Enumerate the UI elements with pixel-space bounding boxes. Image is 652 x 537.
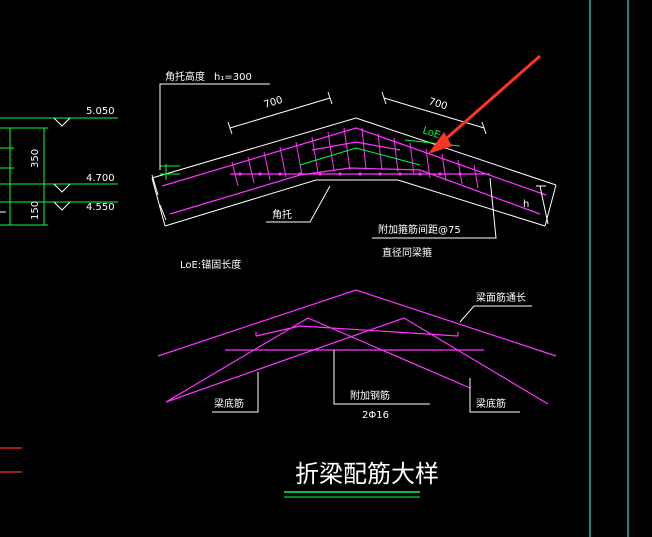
red-arrow-annotation: [428, 54, 541, 154]
extra-stirrup-label: 附加箍筋间距@75: [378, 223, 461, 236]
loe-note: LoE:锚固长度: [180, 258, 241, 271]
rebar-lines: [161, 127, 547, 215]
stirrups: [231, 127, 479, 189]
rebar-dots: [238, 172, 462, 176]
dimension-h: [536, 185, 549, 225]
haunch-leader: [266, 185, 331, 223]
dim-left-700: 700: [263, 95, 284, 111]
beam-outline: [151, 117, 557, 227]
loe-label: LoE: [421, 125, 441, 141]
dim-right-700: 700: [427, 96, 448, 112]
dim-350: 350: [30, 149, 41, 168]
haunch-label: 角托: [272, 208, 292, 221]
extra-stirrup-leader: [372, 177, 497, 239]
drawing-title: 折梁配筋大样: [295, 460, 439, 488]
bottom-bar-left-label: 梁底筋: [214, 397, 244, 410]
haunch-height-label: 角托高度: [165, 70, 205, 83]
lower-leaders: [212, 305, 532, 413]
elevation-section: 5.050 4.700 4.550 350 150: [0, 106, 118, 226]
left-edge-marks: [0, 211, 22, 473]
extra-bar-label: 附加钢筋: [350, 389, 390, 402]
dimension-left: [227, 91, 333, 135]
bottom-bar-right-label: 梁底筋: [476, 397, 506, 410]
lower-rebar-diagram: [157, 289, 557, 405]
elevation-mid: 4.700: [86, 173, 115, 184]
extra-bar-spec: 2Φ16: [362, 410, 389, 421]
top-bar-label: 梁面筋通长: [476, 291, 526, 304]
dim-150: 150: [30, 201, 41, 220]
haunch-h1-label: h₁=300: [214, 72, 252, 83]
elevation-top: 5.050: [86, 106, 115, 117]
haunch-height-leader: [159, 83, 270, 170]
dimension-right: [381, 91, 487, 135]
h-label: h: [523, 199, 529, 210]
stirrup-diameter-label: 直径同梁箍: [382, 246, 432, 259]
elevation-bottom: 4.550: [86, 202, 115, 213]
